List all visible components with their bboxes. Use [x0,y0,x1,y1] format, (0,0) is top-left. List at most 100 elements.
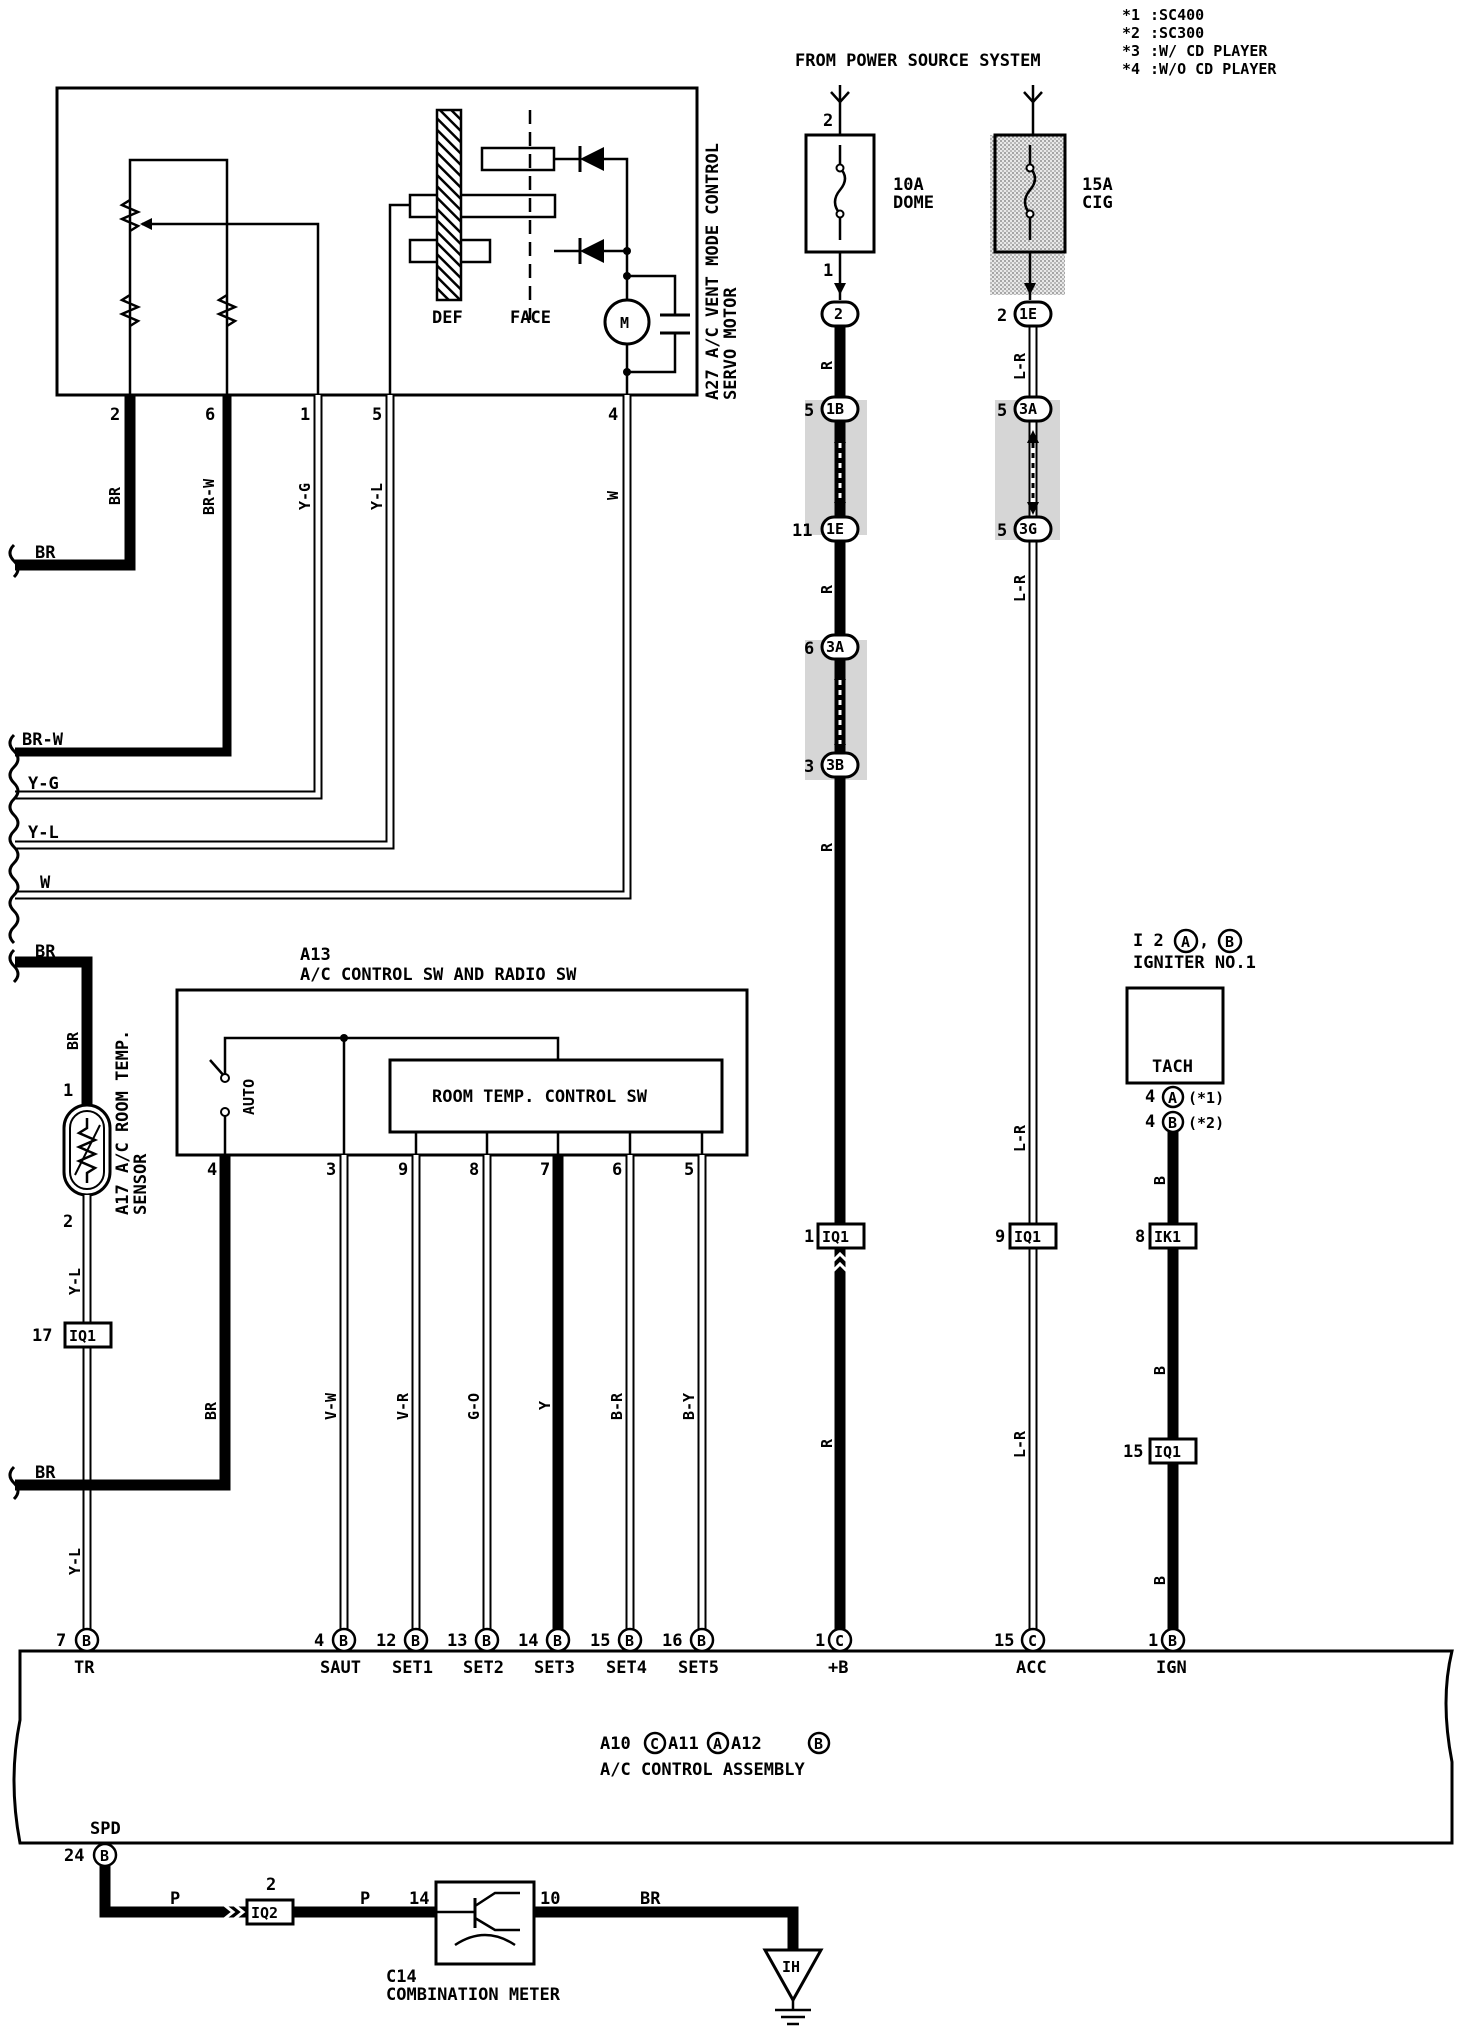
pin-2-iq2: 2 [266,1875,276,1895]
terminal-set2-conn: B [482,1632,491,1650]
wire-label-br: BR [106,486,124,505]
igniter-tach: TACH [1152,1057,1193,1077]
igniter-pin-4b: 4 [1145,1112,1155,1132]
assembly-conn-c: C [650,1735,659,1753]
terminal-set2: B 13 SET2 [447,1627,504,1678]
fuse-dome-name: DOME [893,193,934,213]
wire-end-br: BR [35,543,56,563]
switch-code: A13 [300,945,331,965]
terminal-set4-conn: B [625,1632,634,1650]
room-temp-sw-label: ROOM TEMP. CONTROL SW [432,1087,648,1107]
terminal-set1-conn: B [411,1632,420,1650]
terminal-plus-b-pin: 1 [815,1631,825,1651]
servo-pin-2: 2 [110,405,120,425]
meter-code: C14 [386,1967,417,1987]
terminal-spd: SPD B 24 [64,1819,121,1868]
wire-label-br-sensor: BR [64,1031,82,1050]
wire-label-vw: V-W [322,1392,340,1420]
terminal-plus-b: C 1 +B [815,1627,853,1678]
connector-1e-dome: 1E [826,520,844,538]
terminal-set2-pin: 13 [447,1631,467,1651]
switch-pin-6: 6 [612,1160,622,1180]
terminal-acc-pin: 15 [994,1631,1014,1651]
wire-end-w: W [40,873,51,893]
terminal-saut-conn: B [339,1632,348,1650]
terminal-set5: B 16 SET5 [662,1627,719,1678]
sensor-name-2: SENSOR [131,1153,151,1215]
note-text-4: :W/O CD PLAYER [1150,60,1277,78]
terminal-set1-pin: 12 [376,1631,396,1651]
wire-label-r3: R [818,842,836,852]
switch-pin-4: 4 [207,1160,217,1180]
terminal-set3-label: SET3 [534,1658,575,1678]
sensor-pin-2: 2 [63,1212,73,1232]
power-arrows [834,283,1036,295]
wire-label-p1: P [170,1889,180,1909]
terminal-set3-pin: 14 [518,1631,538,1651]
igniter-conn-b: B [1225,933,1234,951]
terminal-plus-b-conn: C [835,1632,844,1650]
wire-label-br2: B-R [608,1392,626,1420]
connector-iq1-ign: IQ1 [1154,1443,1181,1461]
terminal-set5-label: SET5 [678,1658,719,1678]
wire-label-yl: Y-L [368,483,386,510]
igniter-conn-a: A [1181,933,1190,951]
wire-label-b1: B [1151,1176,1169,1185]
terminal-plus-b-label: +B [828,1658,848,1678]
wire-label-b3: B [1151,1576,1169,1585]
pin-5-3g: 5 [997,521,1007,541]
connector-iq1-tr: IQ1 [69,1327,96,1345]
pin-3-3b: 3 [804,757,814,777]
assembly-code-a11: A11 [668,1734,699,1754]
wire-label-w: W [604,490,622,500]
fuse-dome-pin-out: 1 [823,261,833,281]
terminal-saut-pin: 4 [314,1631,324,1651]
option-notes: *1 :SC400 *2 :SC300 *3 :W/ CD PLAYER *4 … [1122,6,1277,78]
sensor-code: A17 [113,1184,133,1215]
meter-pin-10: 10 [540,1889,560,1909]
wire-label-r1: R [818,360,836,370]
speed-signal-circuit: P IQ2 2 P 14 10 BR C14 COMBINATION METER… [99,1866,824,2026]
fuse-dome-pin-in: 2 [823,111,833,131]
connector-iq2: IQ2 [251,1904,278,1922]
connector-3a-dome: 3A [826,638,844,656]
pin-8-ik1: 8 [1135,1227,1145,1247]
terminal-saut-label: SAUT [320,1658,361,1678]
servo-pin-1: 1 [300,405,310,425]
wire-label-go: G-O [465,1393,483,1420]
terminal-acc-conn: C [1028,1632,1037,1650]
connector-3a-cig: 3A [1019,400,1037,418]
servo-pin-6: 6 [205,405,215,425]
cig-circuit: 15A CIG L-R L-R L-R L-R 1E 2 3A 5 3G 5 I… [990,85,1113,1640]
pin-5-1b: 5 [804,401,814,421]
switch-pin-5: 5 [684,1160,694,1180]
servo-name-1: A/C VENT MODE CONTROL [703,143,723,358]
pin-5-3a: 5 [997,401,1007,421]
wire-end-yl: Y-L [28,823,59,843]
terminal-acc: C 15 ACC [994,1627,1047,1678]
terminal-saut: B 4 SAUT [314,1627,361,1678]
pin-2-1e: 2 [997,306,1007,326]
wire-end-br-auto: BR [35,1463,56,1483]
wire-label-by: B-Y [680,1393,698,1420]
switch-pin-3: 3 [326,1160,336,1180]
wire-label-r4: R [818,1438,836,1448]
connector-2: 2 [834,305,843,323]
wire-label-lr3: L-R [1011,1124,1029,1152]
terminal-set1: B 12 SET1 [376,1627,433,1678]
pin-11-1e: 11 [792,521,812,541]
terminal-set5-pin: 16 [662,1631,682,1651]
connector-iq1-b: IQ1 [822,1228,849,1246]
terminal-set1-label: SET1 [392,1658,433,1678]
connector-iq1-acc: IQ1 [1014,1228,1041,1246]
assembly-code-a12: A12 [731,1734,762,1754]
pin-1-iq1: 1 [804,1227,814,1247]
note-key-3: *3 [1122,42,1140,60]
wire-label-brw: BR-W [200,478,218,515]
terminal-tr-label: TR [74,1658,95,1678]
igniter-comma: , [1199,931,1209,951]
note-key-4: *4 [1122,60,1140,78]
note-text-2: :SC300 [1150,24,1204,42]
room-temp-sensor: BR BR 1 2 A17 A/C ROOM TEMP. SENSOR Y-L … [8,942,151,1640]
power-source-label: FROM POWER SOURCE SYSTEM [795,51,1041,71]
